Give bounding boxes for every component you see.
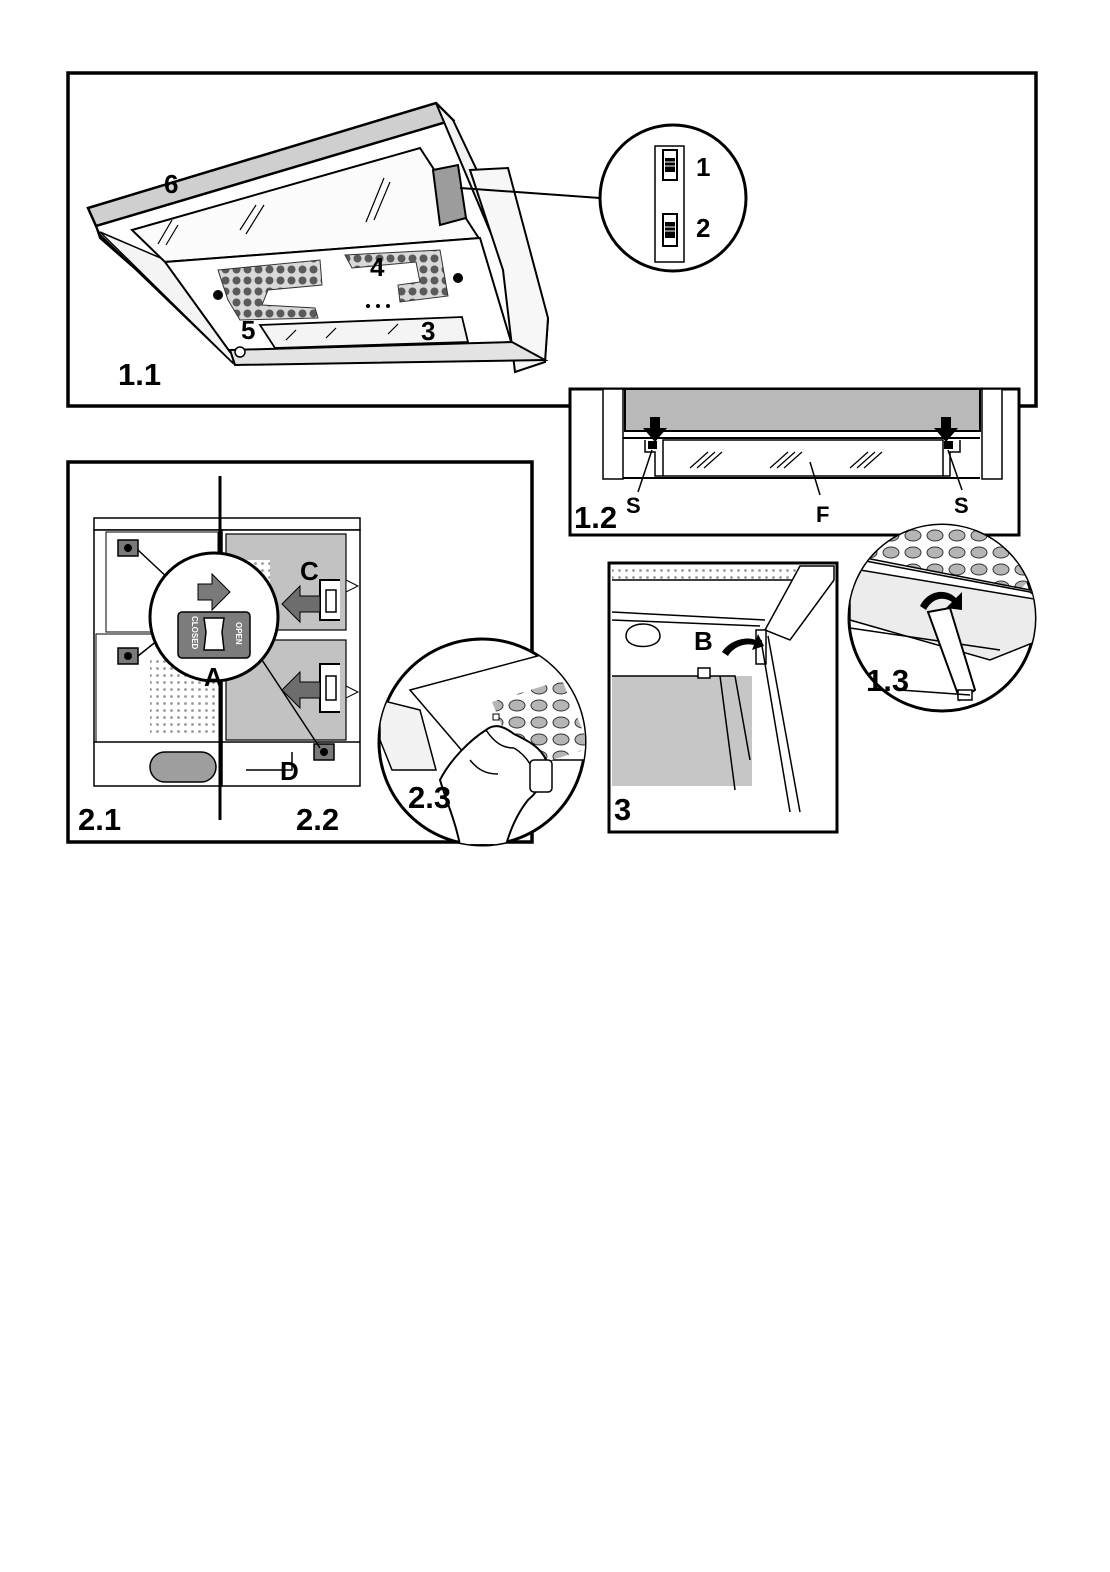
switch-label-2: 2 [696, 213, 710, 243]
figure-1-2: S F S 1.2 [570, 389, 1019, 535]
callout-a: A [204, 662, 223, 692]
callout-c: C [300, 556, 319, 586]
switch-detail-inset: 1 2 [600, 125, 746, 271]
callout-d: D [280, 756, 299, 786]
switch-label-1: 1 [696, 152, 710, 182]
figure-label-2-1: 2.1 [78, 802, 121, 837]
valve-label-closed: CLOSED [190, 616, 199, 650]
filter-panel-gray [612, 676, 752, 786]
callout-6: 6 [164, 169, 178, 199]
figure-2: CLOSED OPEN A C D 2.1 2.2 2.3 [68, 462, 600, 845]
callout-f: F [816, 502, 829, 527]
callout-3: 3 [421, 316, 435, 346]
figure-label-2-2: 2.2 [296, 802, 339, 837]
callout-s-right: S [954, 493, 969, 518]
figure-1-3: 1.3 [849, 520, 1040, 711]
callout-4: 4 [370, 252, 385, 282]
figure-label-3: 3 [614, 792, 631, 827]
callout-s-left: S [626, 493, 641, 518]
figure-label-1-1: 1.1 [118, 357, 161, 392]
valve-label-open: OPEN [234, 622, 243, 645]
figure-3: B 3 [609, 563, 837, 832]
figure-1-1: 1 2 6 4 5 3 1.1 [68, 73, 1036, 406]
figure-label-1-2: 1.2 [574, 500, 617, 535]
figure-label-1-3: 1.3 [866, 663, 909, 698]
control-switch-panel [433, 165, 466, 225]
callout-b: B [694, 626, 713, 656]
hood-panel-gray [625, 389, 980, 431]
filter-panel [663, 440, 943, 476]
cooker-hood-illustration [88, 103, 548, 372]
callout-5: 5 [241, 315, 255, 345]
figure-label-2-3: 2.3 [408, 780, 451, 815]
